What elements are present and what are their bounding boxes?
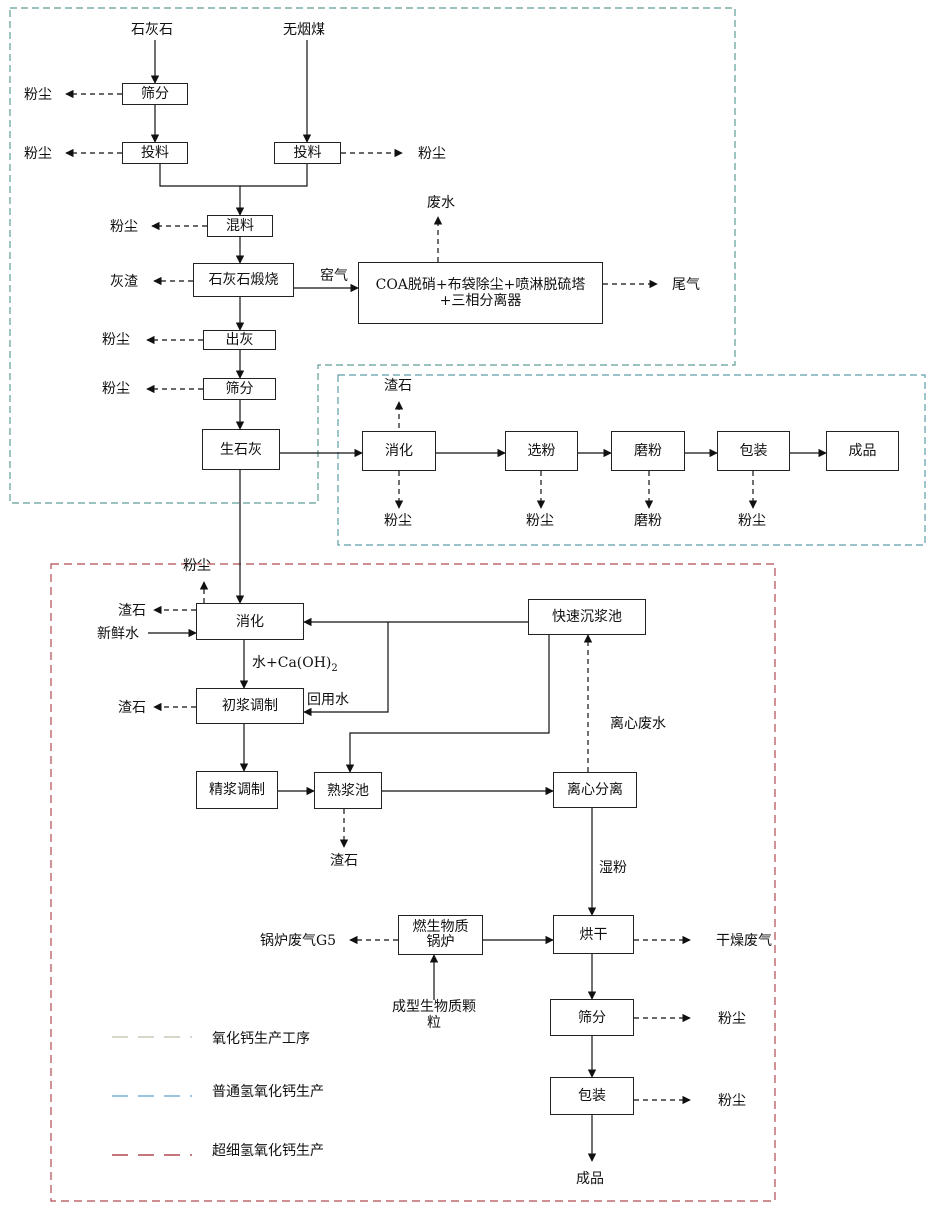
anthracite-label: 无烟煤 xyxy=(283,22,325,38)
legend-item-ultrafine: 超细氢氧化钙生产 xyxy=(212,1143,324,1159)
dust-label: 粉尘 xyxy=(526,513,554,529)
aging-tank-box: 熟浆池 xyxy=(314,772,382,809)
water-caoh-label: 水+Ca(OH)2 xyxy=(252,655,338,674)
screen2-box: 筛分 xyxy=(203,378,276,400)
region-ultrafine xyxy=(50,563,776,1202)
fresh-water-label: 新鲜水 xyxy=(97,626,139,642)
legend-item-cao: 氧化钙生产工序 xyxy=(212,1031,310,1047)
dust-label: 粉尘 xyxy=(183,558,211,574)
region-normal xyxy=(337,374,926,546)
ash-slag-label: 灰渣 xyxy=(110,274,138,290)
centrifuge-box: 离心分离 xyxy=(553,772,637,808)
grind-box: 磨粉 xyxy=(611,431,685,471)
dust-label: 粉尘 xyxy=(718,1093,746,1109)
legend-item-normal: 普通氢氧化钙生产 xyxy=(212,1084,324,1100)
dust-label: 粉尘 xyxy=(418,146,446,162)
water-caoh-subscript: 2 xyxy=(331,662,338,674)
gas-treatment-box: COA脱硝+布袋除尘+喷淋脱硫塔+三相分离器 xyxy=(358,262,603,324)
rapid-tank-box: 快速沉浆池 xyxy=(528,599,646,635)
pack2-box: 包装 xyxy=(550,1077,634,1115)
wastewater-label: 废水 xyxy=(427,195,455,211)
drying-box: 烘干 xyxy=(553,915,634,954)
digest1-box: 消化 xyxy=(362,431,436,471)
pack1-box: 包装 xyxy=(717,431,790,471)
product2-label: 成品 xyxy=(576,1171,604,1187)
boiler-box: 燃生物质锅炉 xyxy=(398,915,483,955)
centrifuge-water-label: 离心废水 xyxy=(610,716,666,732)
calcination-box: 石灰石煅烧 xyxy=(193,263,294,297)
product1-box: 成品 xyxy=(826,431,899,471)
recycle-water-label: 回用水 xyxy=(307,692,349,708)
ash-out-box: 出灰 xyxy=(203,330,276,350)
digest2-box: 消化 xyxy=(196,603,304,640)
screen3-box: 筛分 xyxy=(550,999,634,1036)
biomass-pellet-label: 成型生物质颗粒 xyxy=(392,999,476,1031)
dry-gas-label: 干燥废气 xyxy=(716,933,772,949)
feed1-box: 投料 xyxy=(122,142,188,164)
slag-stone-label: 渣石 xyxy=(118,603,146,619)
dust-label: 粉尘 xyxy=(110,219,138,235)
dust-label: 粉尘 xyxy=(718,1011,746,1027)
slag-stone-label: 渣石 xyxy=(330,853,358,869)
screen1-box: 筛分 xyxy=(122,83,188,105)
grind-powder-label: 磨粉 xyxy=(634,513,662,529)
dust-label: 粉尘 xyxy=(24,146,52,162)
mixing-box: 混料 xyxy=(207,215,273,237)
boiler-gas-label: 锅炉废气G5 xyxy=(260,933,337,949)
fine-slurry-box: 精浆调制 xyxy=(196,771,278,809)
slag-stone-label: 渣石 xyxy=(384,378,412,394)
slag-stone-label: 渣石 xyxy=(118,700,146,716)
wet-powder-label: 湿粉 xyxy=(599,860,627,876)
powder-select-box: 选粉 xyxy=(505,431,578,471)
tail-gas-label: 尾气 xyxy=(672,277,700,293)
dust-label: 粉尘 xyxy=(102,332,130,348)
dust-label: 粉尘 xyxy=(102,381,130,397)
dust-label: 粉尘 xyxy=(738,513,766,529)
initial-slurry-box: 初浆调制 xyxy=(196,688,304,724)
kiln-gas-label: 窑气 xyxy=(320,268,348,284)
dust-label: 粉尘 xyxy=(384,513,412,529)
feed2-box: 投料 xyxy=(274,142,341,164)
region-cao xyxy=(9,7,736,504)
dust-label: 粉尘 xyxy=(24,87,52,103)
quicklime-box: 生石灰 xyxy=(202,429,280,470)
limestone-label: 石灰石 xyxy=(131,22,173,38)
